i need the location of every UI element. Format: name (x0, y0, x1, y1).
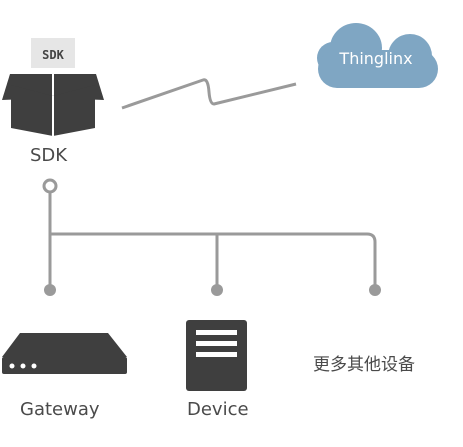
other-connector-node (369, 284, 381, 296)
sdk-connector-node (42, 178, 58, 194)
cloud-label: Thinglinx (338, 49, 412, 68)
device-connector-node (211, 284, 223, 296)
gateway-label: Gateway (20, 399, 100, 420)
sdk-tag (31, 38, 75, 68)
cloud-shape: Thinglinx (317, 23, 438, 88)
other-devices-label: 更多其他设备 (313, 355, 415, 375)
device-label: Device (187, 399, 249, 420)
gateway-connector-node (44, 284, 56, 296)
bus-lines (48, 192, 377, 290)
sdk-tag-text: SDK (42, 48, 64, 62)
cloud-connection-line (121, 78, 297, 110)
gateway-icon (2, 333, 127, 374)
device-icon (186, 320, 247, 391)
sdk-box-icon: SDK (2, 38, 104, 136)
sdk-label: SDK (30, 145, 68, 166)
